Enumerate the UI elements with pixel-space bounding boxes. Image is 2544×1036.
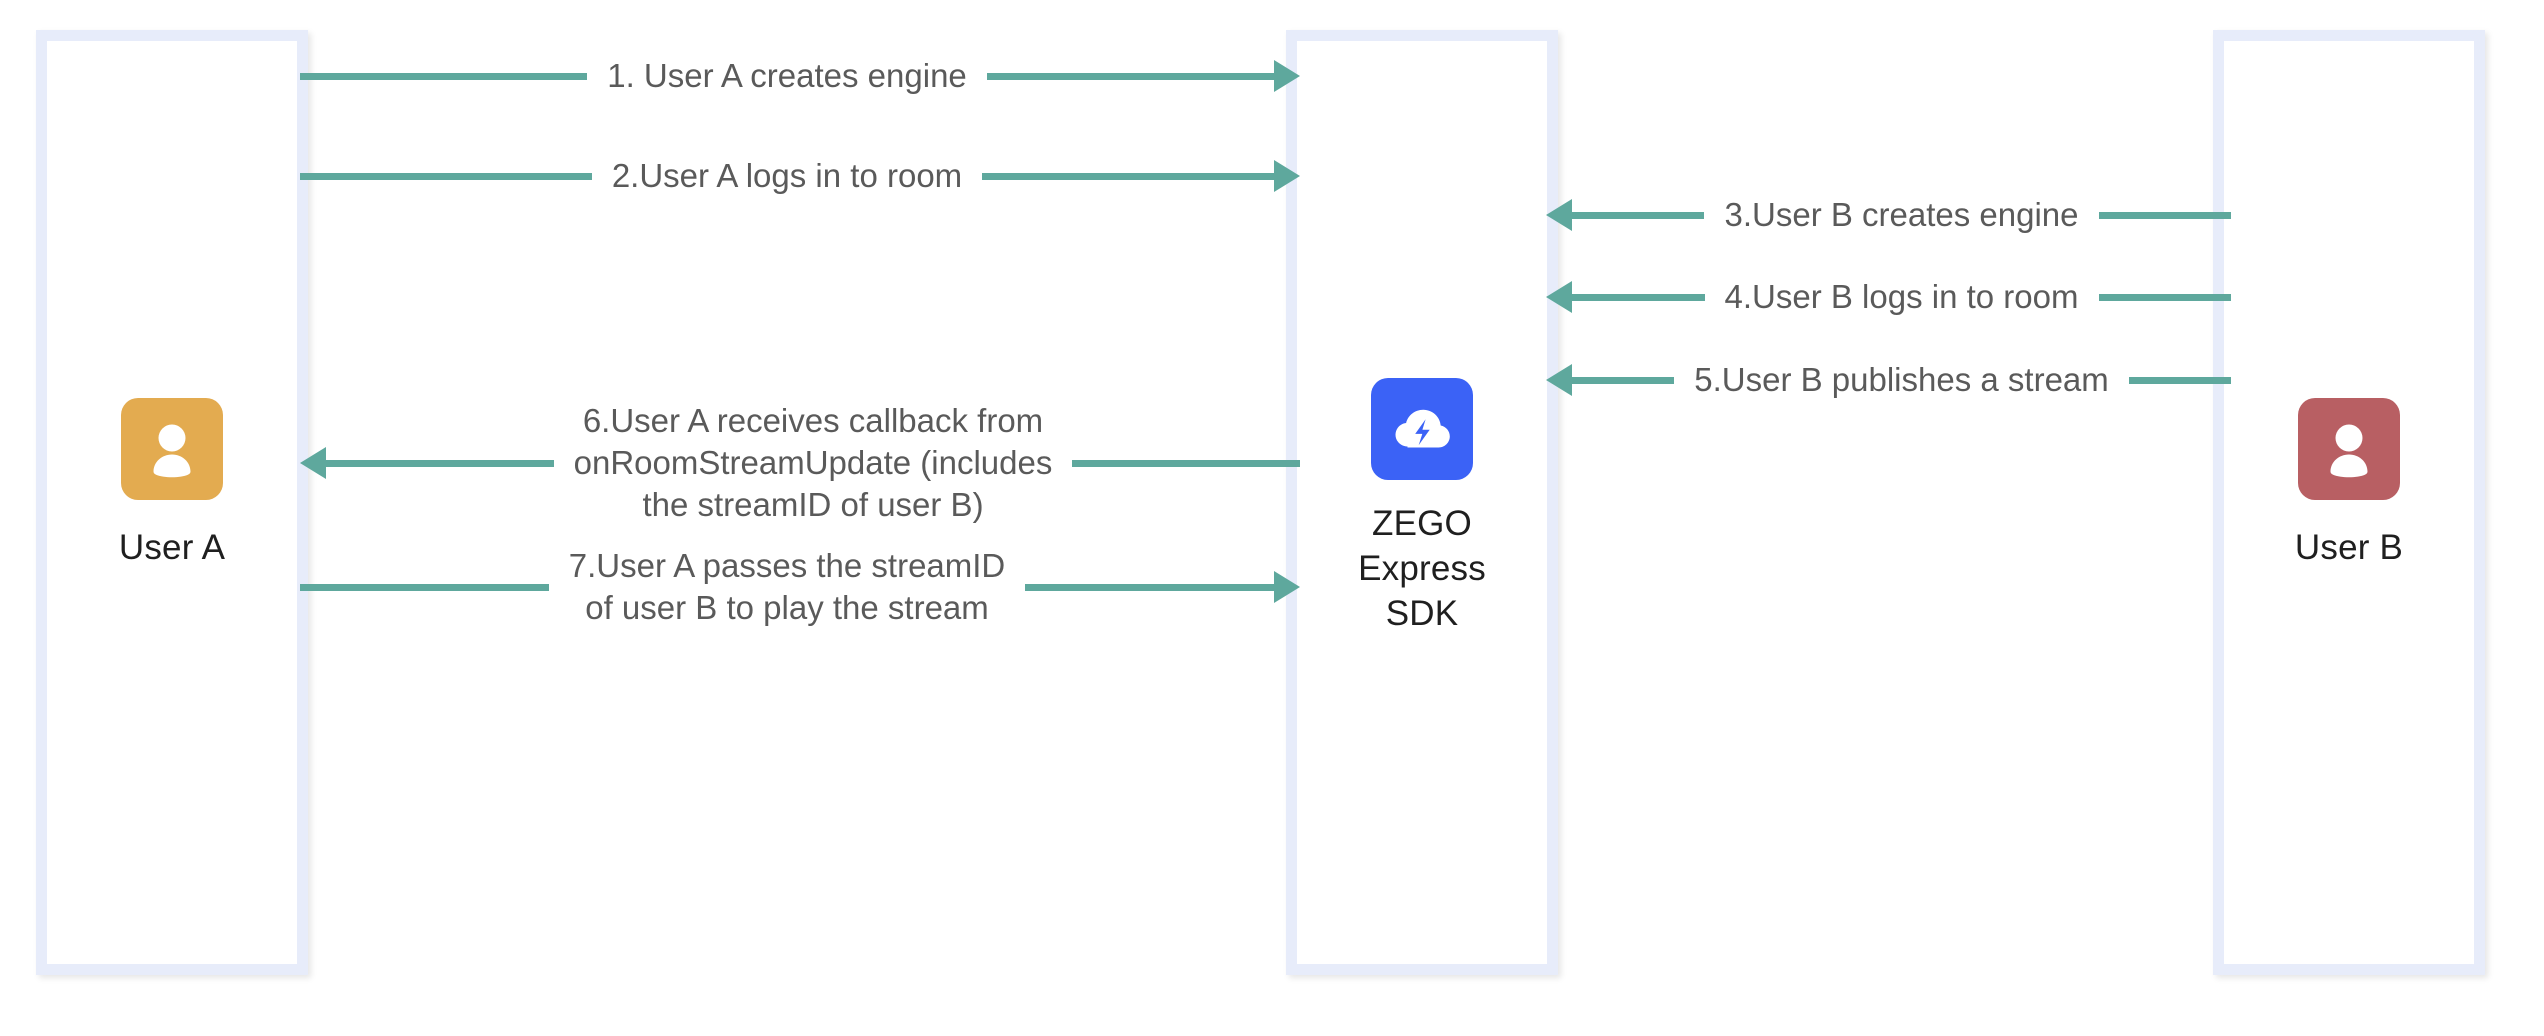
node-caption-user-a: User A [118, 528, 226, 567]
person-avatar-icon [2330, 424, 2368, 478]
arrowhead-left-icon [1546, 281, 1572, 314]
lifeline-column-zego-sdk [1286, 30, 1558, 975]
arrow-line [300, 72, 588, 80]
arrow-line [986, 72, 1274, 80]
avatar-user-a [121, 398, 223, 500]
arrow-line [1572, 211, 1705, 219]
arrow-line [2128, 376, 2232, 384]
arrow-line [1072, 459, 1300, 467]
arrow-line [1025, 583, 1274, 591]
arrow-line [300, 172, 592, 180]
avatar-user-b [2298, 398, 2400, 500]
message-arrow-step-4: 4.User B logs in to room [1546, 276, 2232, 318]
arrowhead-left-icon [1546, 364, 1572, 397]
message-arrow-step-6: 6.User A receives callback from onRoomSt… [300, 400, 1300, 527]
message-arrow-step-3: 3.User B creates engine [1546, 194, 2231, 236]
lifeline-column-user-b [2213, 30, 2485, 975]
arrow-line [300, 583, 549, 591]
node-caption-zego-sdk: ZEGO Express SDK [1358, 504, 1486, 633]
arrowhead-left-icon [1546, 199, 1572, 232]
arrowhead-right-icon [1274, 571, 1300, 604]
message-arrow-step-1: 1. User A creates engine [300, 55, 1300, 97]
node-user-a: User A [36, 398, 308, 571]
message-label-step-3: 3.User B creates engine [1724, 196, 2079, 233]
message-label-step-6: 6.User A receives callback from onRoomSt… [573, 402, 1053, 524]
message-label-step-5: 5.User B publishes a stream [1694, 361, 2109, 398]
message-arrow-step-2: 2.User A logs in to room [300, 155, 1300, 197]
node-zego-sdk: ZEGO Express SDK [1286, 378, 1558, 636]
arrow-line [326, 459, 554, 467]
arrowhead-left-icon [300, 447, 326, 480]
arrow-line [2098, 293, 2232, 301]
message-label-step-2: 2.User A logs in to room [611, 157, 963, 194]
zego-cloud-bolt-icon [1395, 409, 1450, 448]
arrow-line [1572, 293, 1705, 301]
message-arrow-step-5: 5.User B publishes a stream [1546, 359, 2232, 401]
person-avatar-icon [153, 424, 191, 478]
message-label-step-1: 1. User A creates engine [607, 57, 967, 94]
arrowhead-right-icon [1274, 60, 1300, 93]
arrow-line [2098, 211, 2231, 219]
arrowhead-right-icon [1274, 160, 1300, 193]
message-arrow-step-7: 7.User A passes the streamID of user B t… [300, 545, 1300, 629]
lifeline-column-user-a [36, 30, 308, 975]
node-caption-user-b: User B [2294, 528, 2404, 567]
arrow-line [982, 172, 1274, 180]
node-user-b: User B [2213, 398, 2485, 571]
avatar-zego-sdk [1371, 378, 1473, 480]
message-label-step-4: 4.User B logs in to room [1724, 278, 2079, 315]
message-label-step-7: 7.User A passes the streamID of user B t… [568, 547, 1006, 627]
arrow-line [1572, 376, 1675, 384]
